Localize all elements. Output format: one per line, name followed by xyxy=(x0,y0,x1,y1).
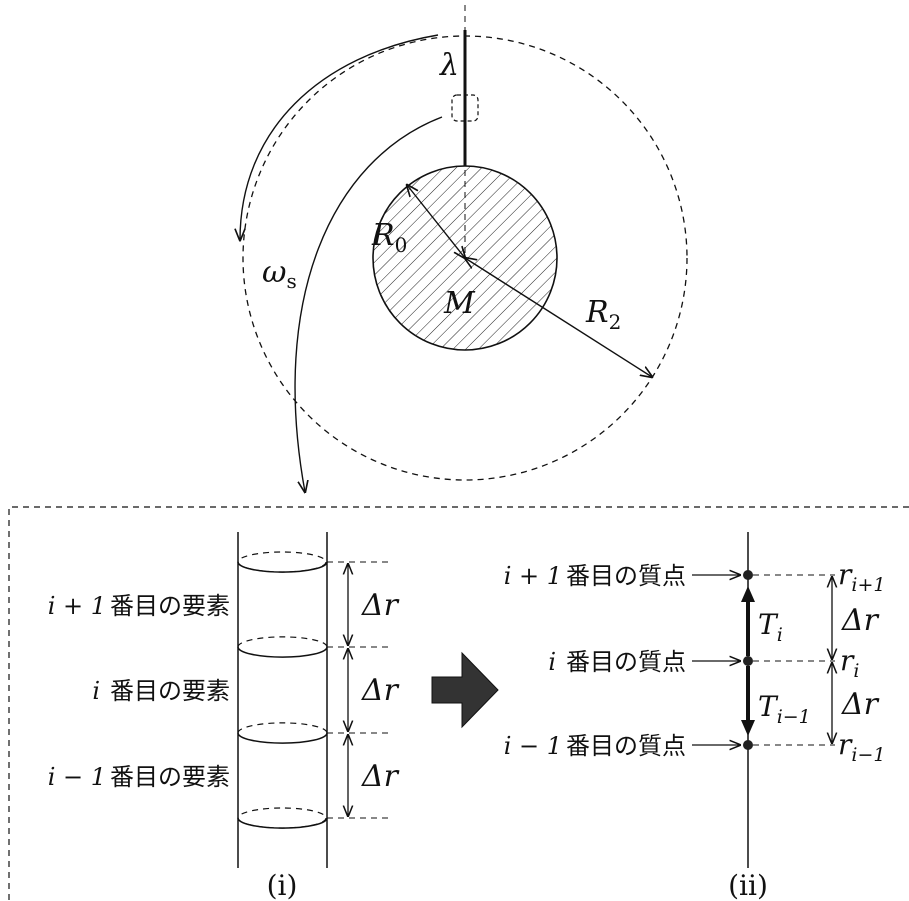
delta-r-label-1: Δr xyxy=(361,588,400,623)
mass-point-lower xyxy=(743,740,753,750)
panel-ii-label: (ii) xyxy=(728,869,768,901)
ring-1-back xyxy=(237,636,328,648)
delta-r-label-3: Δr xyxy=(361,759,400,794)
mass-M-label: M xyxy=(443,286,476,321)
mass-point-upper xyxy=(743,570,753,580)
transform-arrow xyxy=(431,651,499,729)
ring-2-back xyxy=(237,722,328,734)
tension-upper-head xyxy=(741,586,755,602)
radius-R2-arrow xyxy=(465,258,652,377)
mass-point-middle xyxy=(743,656,753,666)
lambda-label: λ xyxy=(439,48,459,83)
R2-label: R2 xyxy=(585,295,621,334)
ring-2-front xyxy=(237,732,328,744)
delta-r-label-ii-upper: Δr xyxy=(841,603,880,638)
cylinder-top-rim-front xyxy=(237,561,328,573)
tether-element-box xyxy=(451,94,479,122)
orbit-diagram: λ ωs R0 M R2 xyxy=(240,5,688,492)
cylinder-bottom-rim-front xyxy=(237,817,328,829)
tension-upper-label: Ti xyxy=(758,608,783,646)
radius-R0-arrow xyxy=(407,185,465,258)
panel-i-label: (i) xyxy=(267,869,298,901)
tension-lower-label: Ti−1 xyxy=(758,690,811,728)
r-label-upper: ri+1 xyxy=(838,558,885,596)
omega-label: ωs xyxy=(262,255,297,293)
delta-r-label-ii-lower: Δr xyxy=(841,687,880,722)
R0-label: R0 xyxy=(371,218,407,257)
rotation-arc-omega xyxy=(240,34,439,240)
zoom-arrow-curve xyxy=(294,116,443,492)
delta-r-label-2: Δr xyxy=(361,673,400,708)
detail-frame xyxy=(8,506,909,900)
ring-1-front xyxy=(237,646,328,658)
r-label-lower: ri−1 xyxy=(838,728,885,766)
tension-lower-head xyxy=(741,720,755,736)
r-label-middle: ri xyxy=(840,644,859,682)
